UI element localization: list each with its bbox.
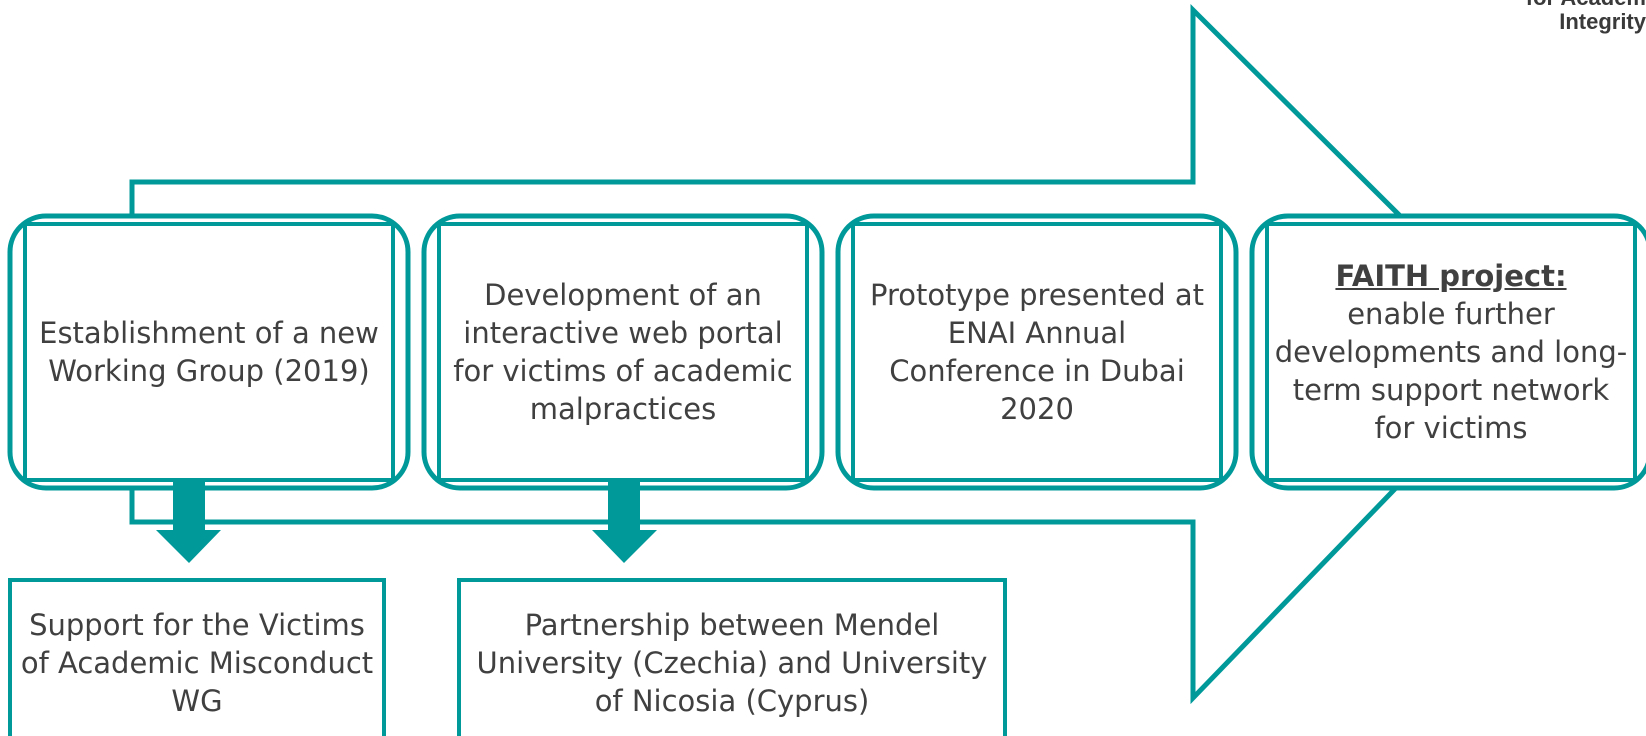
step-4-text: enable further developments and long-ter…: [1274, 297, 1628, 445]
step-2-text: Development of an interactive web portal…: [453, 278, 793, 426]
faith-project-title: FAITH project:: [1335, 259, 1567, 293]
step-box-4: [1249, 213, 1646, 491]
logo-line-2: Integrity: [1559, 9, 1646, 34]
step-2-text-container: Development of an interactive web portal…: [441, 226, 805, 478]
step-box-3: [835, 213, 1239, 491]
logo-line-1: for Academ: [1526, 0, 1646, 10]
outcome-box-1: [8, 578, 386, 736]
step-4-text-container: FAITH project: enable further developmen…: [1269, 226, 1633, 478]
down-arrow-1: [156, 478, 221, 563]
enai-logo: for Academ Integrity: [1526, 0, 1646, 34]
step-1-text-container: Establishment of a new Working Group (20…: [27, 226, 391, 478]
step-box-1: [7, 213, 411, 491]
outcome-box-2: [457, 578, 1007, 736]
step-3-text: Prototype presented at ENAI Annual Confe…: [870, 278, 1204, 426]
process-arrow: [129, 3, 1536, 705]
down-arrow-2: [592, 478, 657, 563]
outcome-1-text: Support for the Victims of Academic Misc…: [20, 608, 374, 718]
step-box-2: [421, 213, 825, 491]
outcome-2-text: Partnership between Mendel University (C…: [476, 608, 988, 718]
step-3-text-container: Prototype presented at ENAI Annual Confe…: [855, 226, 1219, 478]
step-1-text: Establishment of a new Working Group (20…: [39, 316, 379, 388]
outcome-1-text-container: Support for the Victims of Academic Misc…: [12, 590, 382, 736]
outcome-2-text-container: Partnership between Mendel University (C…: [461, 590, 1003, 736]
